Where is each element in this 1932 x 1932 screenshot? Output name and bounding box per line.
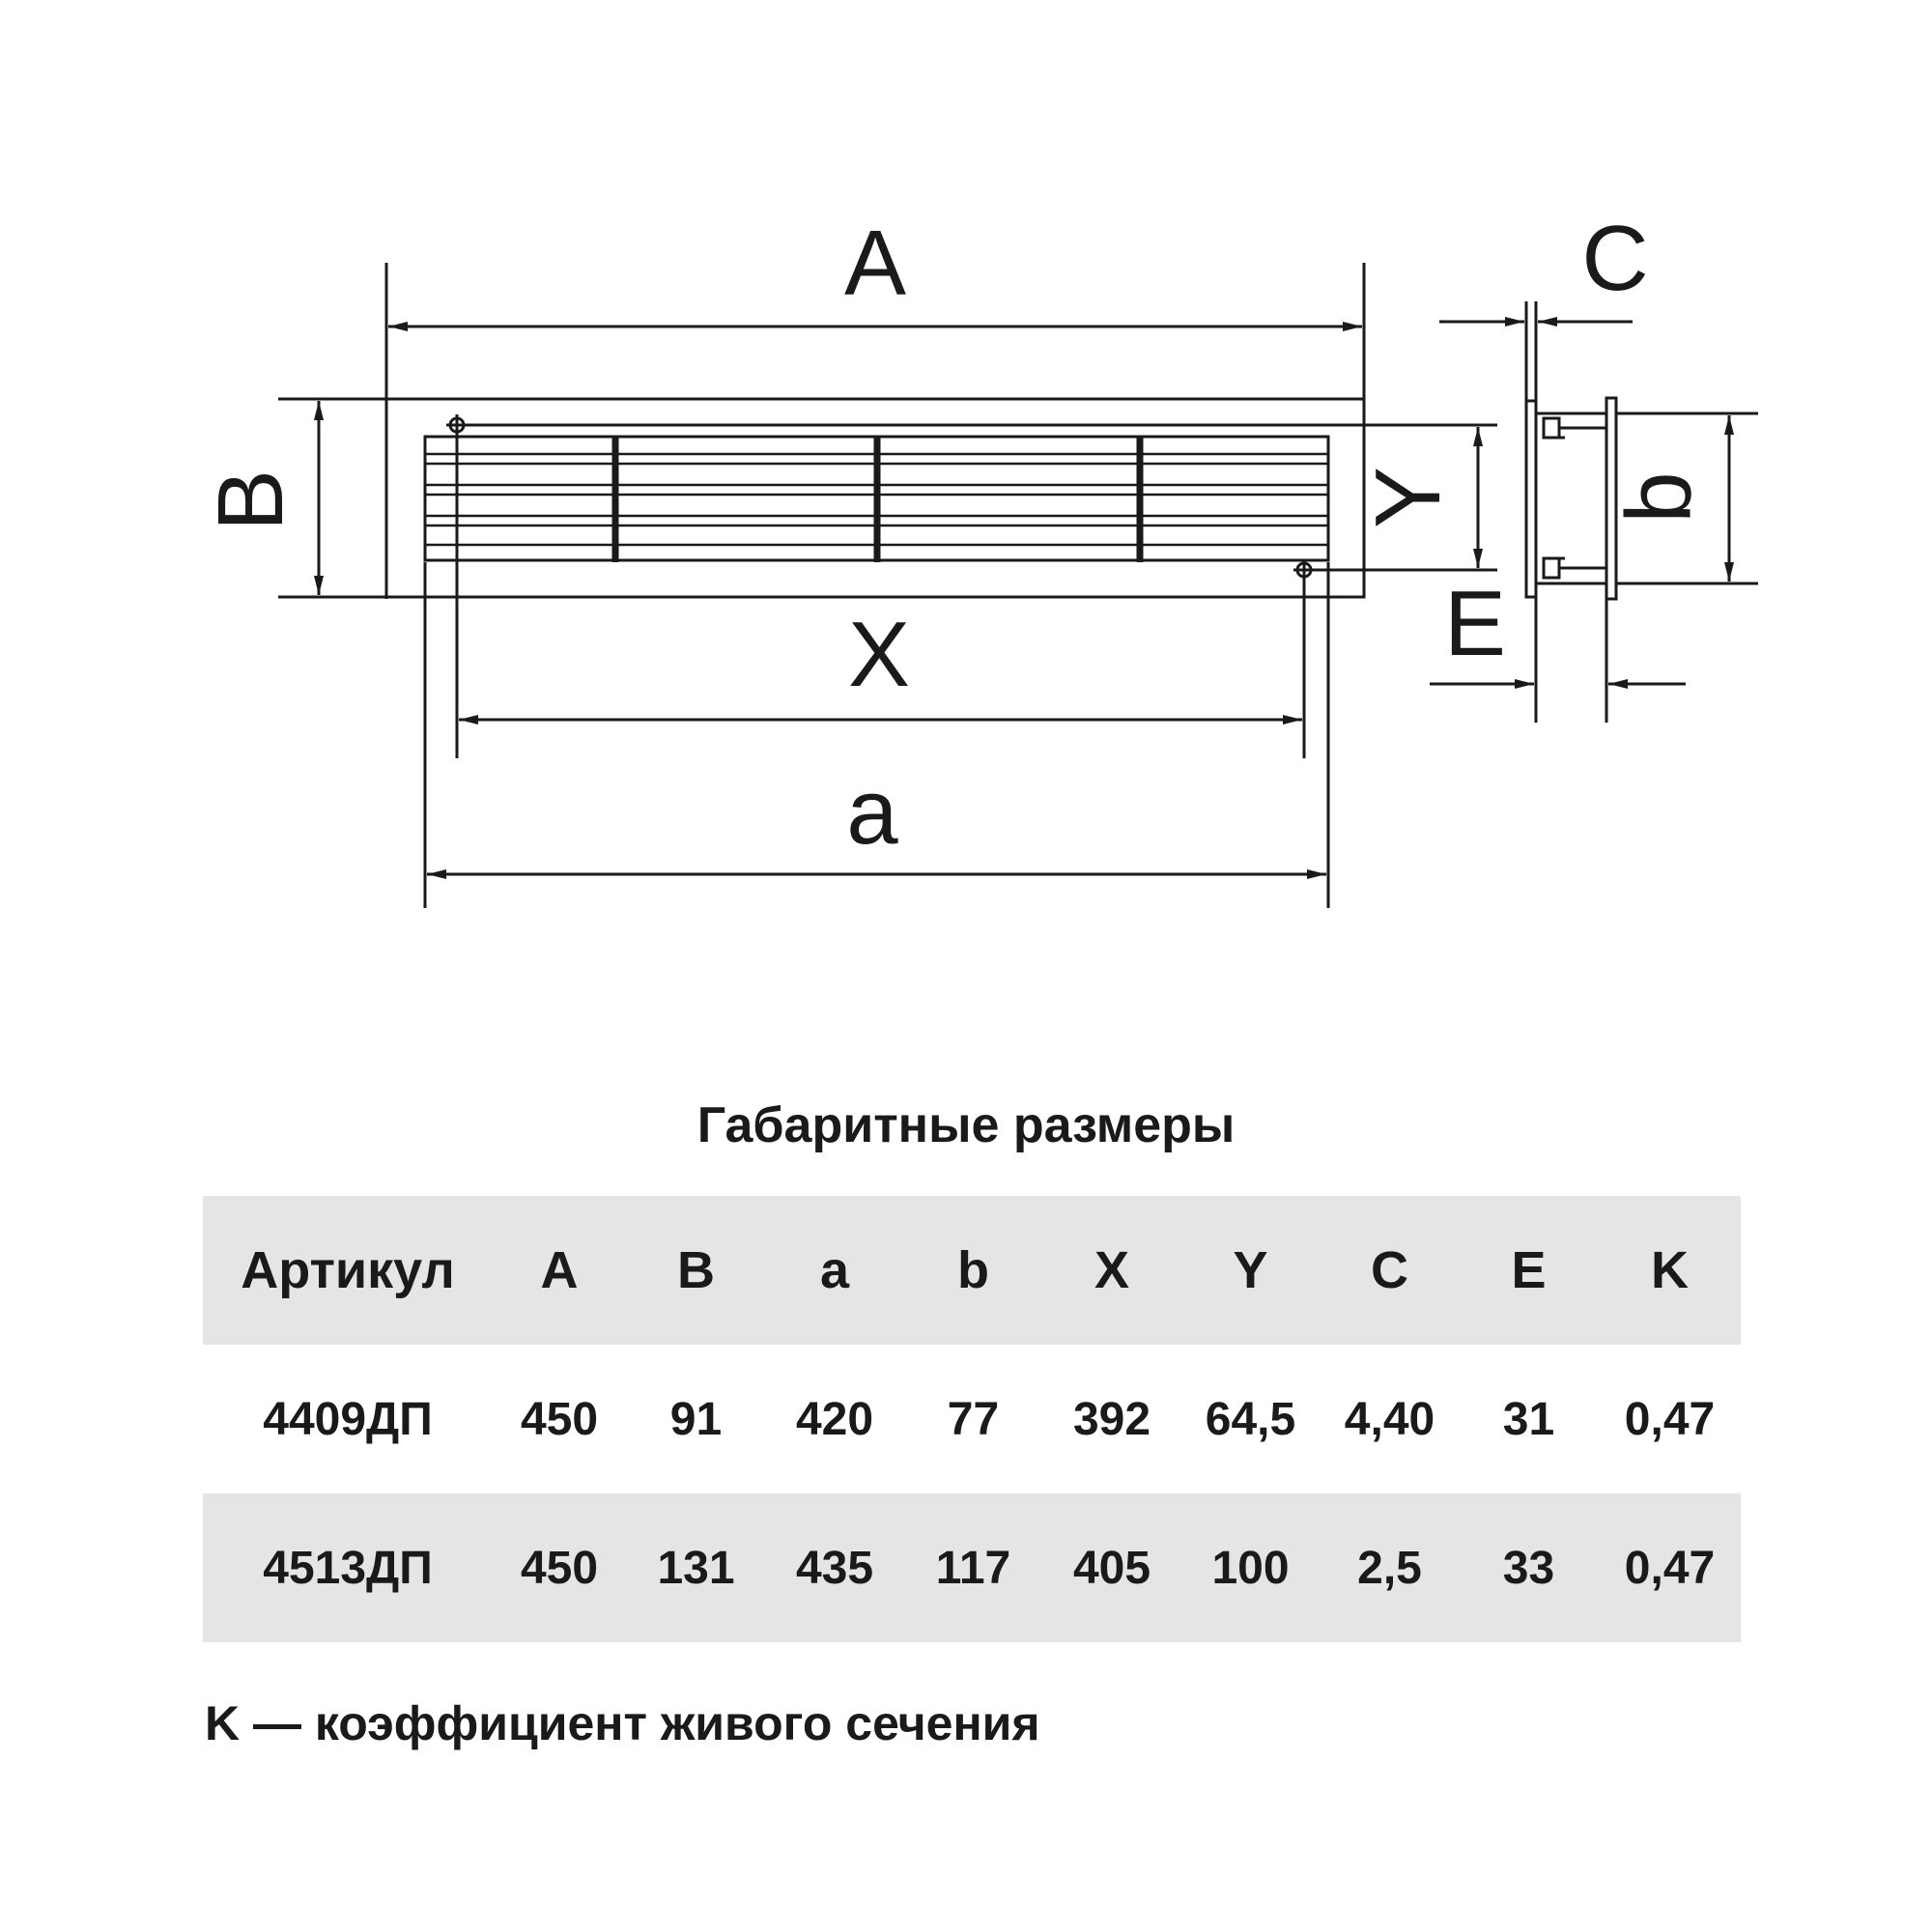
- cell-X: 405: [1072, 1542, 1151, 1594]
- dimension-drawing: A X a C E B Y b: [199, 207, 1758, 908]
- table-row: 4513ДП 450 131 435 117 405 100 2,5 33 0,…: [203, 1493, 1741, 1642]
- cell-C: 4,40: [1344, 1393, 1435, 1445]
- label-a: a: [846, 760, 898, 864]
- table-title: Габаритные размеры: [696, 1097, 1236, 1153]
- header-E: E: [1511, 1241, 1547, 1299]
- header-a: a: [819, 1241, 850, 1299]
- header-b: b: [957, 1241, 989, 1299]
- cell-article: 4513ДП: [263, 1542, 433, 1594]
- cell-K: 0,47: [1624, 1542, 1716, 1594]
- footnote: K — коэффициент живого сечения: [205, 1696, 1040, 1750]
- label-Y: Y: [1356, 467, 1460, 528]
- label-C: C: [1581, 207, 1648, 310]
- cell-A: 450: [520, 1393, 599, 1445]
- header-article: Артикул: [241, 1241, 455, 1299]
- cell-C: 2,5: [1357, 1542, 1422, 1594]
- header-X: X: [1094, 1241, 1130, 1299]
- cell-article: 4409ДП: [263, 1393, 433, 1445]
- cell-B: 131: [657, 1542, 735, 1594]
- table-row: 4409ДП 450 91 420 77 392 64,5 4,40 31 0,…: [203, 1345, 1741, 1493]
- cell-Y: 64,5: [1205, 1393, 1296, 1445]
- label-B: B: [199, 469, 302, 531]
- dimensions-table: Артикул A B a b X Y C E K 4409ДП 450 91 …: [203, 1196, 1741, 1642]
- header-A: A: [540, 1241, 579, 1299]
- cell-B: 91: [669, 1393, 723, 1445]
- label-X: X: [848, 603, 910, 706]
- cell-X: 392: [1072, 1393, 1151, 1445]
- cell-E: 31: [1502, 1393, 1555, 1445]
- table-header-row: Артикул A B a b X Y C E K: [203, 1196, 1741, 1345]
- header-Y: Y: [1233, 1241, 1268, 1299]
- cell-K: 0,47: [1624, 1393, 1716, 1445]
- louver-ribs: [611, 437, 1144, 562]
- label-E: E: [1444, 572, 1506, 675]
- cell-b: 77: [947, 1393, 1000, 1445]
- cell-b: 117: [935, 1542, 1011, 1594]
- header-C: C: [1371, 1241, 1408, 1299]
- header-K: K: [1651, 1241, 1689, 1299]
- side-view-profile: [1524, 396, 1618, 601]
- cell-Y: 100: [1211, 1542, 1290, 1594]
- label-b: b: [1607, 471, 1711, 523]
- label-A: A: [844, 212, 906, 315]
- header-B: B: [677, 1241, 715, 1299]
- cell-a: 435: [795, 1542, 874, 1594]
- cell-E: 33: [1502, 1542, 1555, 1594]
- cell-a: 420: [795, 1393, 874, 1445]
- cell-A: 450: [520, 1542, 599, 1594]
